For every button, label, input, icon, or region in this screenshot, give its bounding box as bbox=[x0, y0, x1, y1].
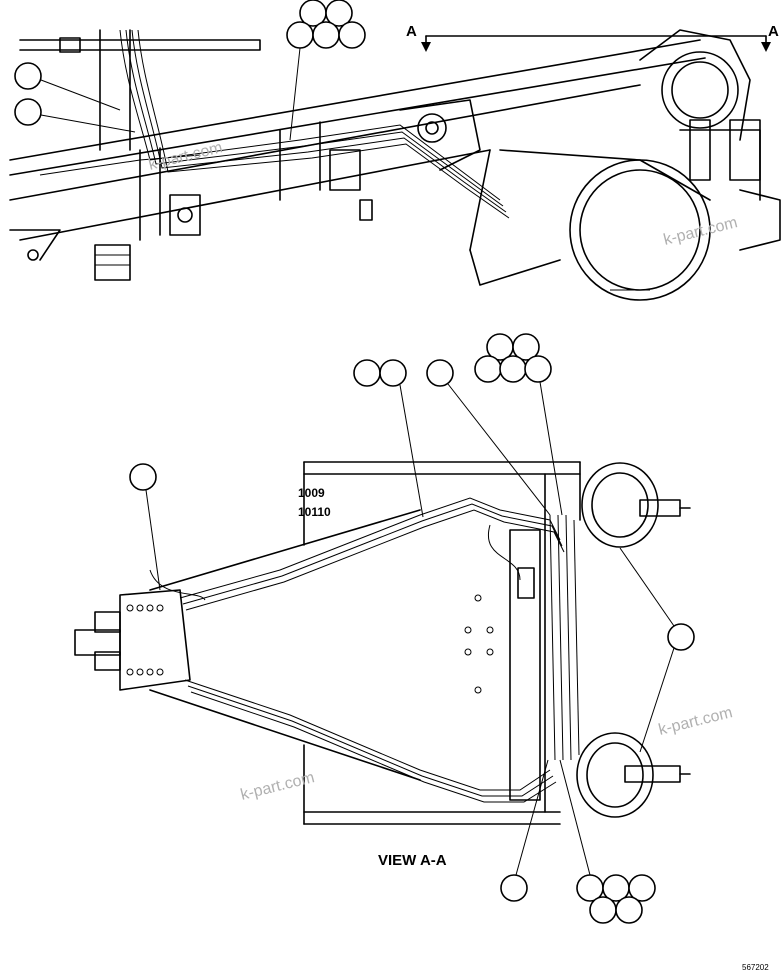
plan-callouts bbox=[129, 333, 695, 924]
callout-bubble bbox=[14, 98, 42, 126]
callout-bubble bbox=[512, 333, 540, 361]
callout-bubble bbox=[286, 21, 314, 49]
callout-bubble bbox=[667, 623, 695, 651]
callout-bubble bbox=[379, 359, 407, 387]
callout-bubble bbox=[325, 0, 353, 27]
side-harness bbox=[39, 29, 510, 219]
plan-harness bbox=[149, 497, 580, 803]
side-brackets bbox=[94, 99, 481, 281]
section-marker-left: A bbox=[406, 23, 417, 40]
callout-bubble bbox=[615, 896, 643, 924]
callout-bubble bbox=[426, 359, 454, 387]
watermarks: k-part.com k-part.com k-part.com k-part.… bbox=[147, 139, 739, 804]
watermark-text: k-part.com bbox=[662, 214, 739, 249]
callout-bubble bbox=[129, 463, 157, 491]
callout-bubble bbox=[524, 355, 552, 383]
callout-bubble bbox=[500, 874, 528, 902]
drawing-number: 567202 bbox=[742, 963, 769, 972]
side-hitch bbox=[639, 29, 781, 251]
rear-hitches bbox=[576, 462, 691, 818]
view-title: VIEW A-A bbox=[378, 852, 447, 869]
callout-bubble bbox=[14, 62, 42, 90]
arrow-down-icon bbox=[761, 42, 771, 52]
side-drum bbox=[469, 149, 711, 301]
part-codes: 1009 10110 bbox=[298, 486, 331, 519]
section-marker-right: A bbox=[768, 23, 779, 40]
section-marker: A A bbox=[406, 23, 779, 52]
side-view: A A bbox=[9, 0, 781, 301]
frame-plan bbox=[149, 461, 581, 825]
connector-pins bbox=[126, 604, 164, 676]
callout-bubble bbox=[474, 355, 502, 383]
part-code-label: 10110 bbox=[298, 505, 331, 519]
callout-bubble bbox=[312, 21, 340, 49]
side-callouts bbox=[14, 0, 366, 141]
callout-bubble bbox=[589, 896, 617, 924]
center-rail bbox=[464, 529, 541, 801]
part-code-label: 1009 bbox=[298, 486, 325, 500]
callout-bubble bbox=[499, 355, 527, 383]
view-a-a: 1009 10110 VIEW A-A bbox=[74, 333, 695, 924]
front-connector-block bbox=[74, 589, 191, 691]
callout-bubble bbox=[353, 359, 381, 387]
arrow-down-icon bbox=[421, 42, 431, 52]
watermark-text: k-part.com bbox=[657, 704, 734, 739]
callout-bubble bbox=[338, 21, 366, 49]
callout-bubble bbox=[628, 874, 656, 902]
